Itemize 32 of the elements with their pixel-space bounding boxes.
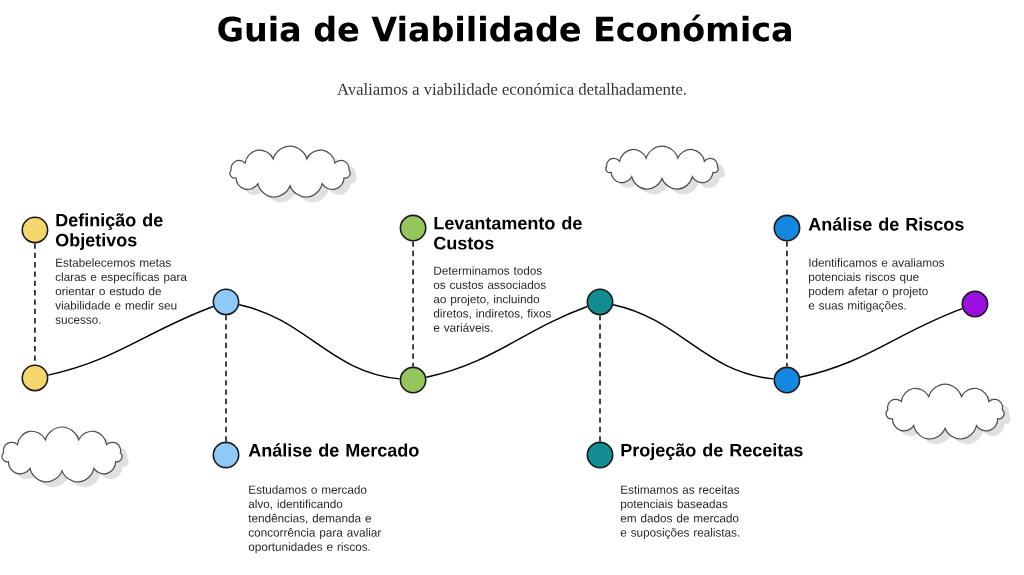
timeline-curve bbox=[238, 304, 401, 380]
step-heading: Análise de Riscos bbox=[808, 217, 964, 231]
dashed-connector bbox=[412, 240, 414, 368]
step-description: Estudamos o mercado alvo, identificando tendências, demanda e concorrência para avaliar oportunidades e riscos. bbox=[248, 485, 382, 554]
timeline-dot bbox=[212, 288, 240, 316]
marker-dot bbox=[586, 441, 614, 469]
dashed-connector bbox=[599, 314, 601, 443]
marker-dot bbox=[773, 214, 801, 242]
step-heading: Levantamento de Custos bbox=[434, 216, 582, 250]
timeline-dot bbox=[961, 290, 989, 318]
dashed-connector bbox=[786, 240, 788, 368]
timeline-curve bbox=[799, 307, 964, 378]
step-heading: Projeção de Receitas bbox=[621, 443, 803, 461]
timeline-curve bbox=[47, 305, 215, 376]
step-description: Estabelecemos metas claras e específicas para orientar o estudo de viabilidade e medir seu sucesso. bbox=[55, 258, 187, 324]
marker-dot bbox=[399, 214, 427, 242]
step-heading: Definição de Objetivos bbox=[55, 213, 163, 251]
timeline-curve bbox=[425, 305, 589, 378]
marker-dot bbox=[212, 441, 240, 469]
step-description: Estimamos as receitas potenciais baseadas em dados de mercado e suposições realistas. bbox=[620, 485, 740, 540]
timeline-dot bbox=[773, 366, 801, 394]
timeline-curve bbox=[612, 304, 775, 380]
title: Guia de Viabilidade Económica bbox=[218, 14, 791, 42]
step-description: Identificamos e avaliamos potenciais riscos que podem afetar o projeto e suas mitigações. bbox=[808, 258, 945, 312]
timeline-dot bbox=[399, 366, 427, 394]
step-description: Determinamos todos os custos associados ao projeto, incluindo diretos, indiretos, fixos e variáveis. bbox=[433, 266, 551, 332]
timeline-dot bbox=[21, 364, 49, 392]
marker-dot bbox=[21, 216, 49, 244]
timeline-dot bbox=[586, 288, 614, 316]
step-heading: Análise de Mercado bbox=[248, 443, 419, 457]
dashed-connector bbox=[225, 314, 227, 443]
subtitle: Avaliamos a viabilidade económica detalhadamente. bbox=[337, 83, 686, 95]
